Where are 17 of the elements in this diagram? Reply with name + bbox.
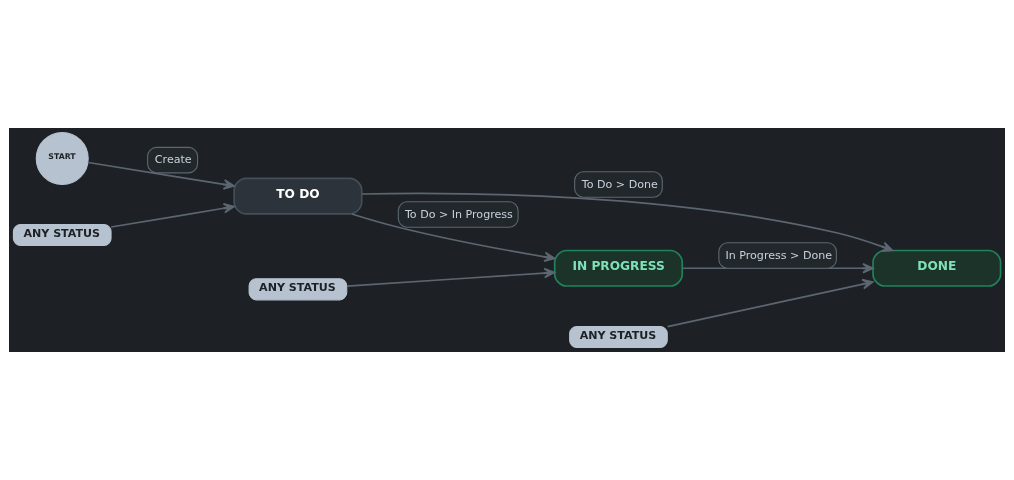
node-box: DONE bbox=[872, 249, 1002, 287]
node-box: TO DO bbox=[233, 177, 363, 215]
node-box: ANY STATUS bbox=[12, 223, 112, 247]
arrow bbox=[350, 213, 556, 263]
node-box: ANY STATUS bbox=[248, 278, 348, 301]
arrow bbox=[346, 267, 556, 287]
edge-label: To Do > Done bbox=[581, 177, 658, 191]
arrow bbox=[681, 262, 874, 274]
arrow bbox=[361, 192, 894, 252]
arrow bbox=[110, 203, 235, 228]
edge-label: To Do > In Progress bbox=[404, 207, 513, 221]
node-box: IN PROGRESS bbox=[553, 249, 684, 287]
edge-label: Create bbox=[154, 153, 192, 167]
arrow bbox=[87, 161, 235, 190]
node-box: ANY STATUS bbox=[569, 325, 668, 349]
arrow bbox=[666, 278, 874, 328]
edge-label: In Progress > Done bbox=[725, 248, 833, 262]
